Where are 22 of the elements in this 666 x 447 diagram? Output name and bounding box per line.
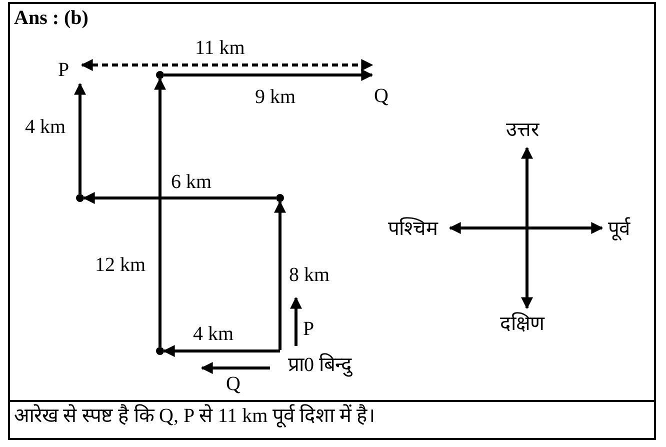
answer-heading: Ans : (b)	[14, 6, 88, 30]
direction-label: दक्षिण	[500, 312, 544, 336]
start-point-label: प्रा0 बिन्दु	[280, 350, 380, 380]
path-arrow	[154, 78, 166, 347]
path-arrow	[74, 82, 86, 194]
caption-text: आरेख से स्पष्ट है कि Q, P से 11 km पूर्व दिशा में है।	[14, 404, 376, 428]
path-arrow	[274, 200, 286, 350]
point-label: P	[56, 58, 82, 84]
point-label: Q	[372, 58, 398, 108]
corner-point	[156, 71, 164, 79]
path-arrow	[164, 69, 374, 81]
corner-point	[156, 347, 164, 355]
direction-label: उत्तर	[506, 118, 539, 142]
corner-point	[76, 194, 84, 202]
direction-label: पूर्व	[608, 217, 630, 241]
person-label: P	[303, 317, 314, 341]
direction-label: पश्चिम	[388, 217, 438, 241]
corner-point	[276, 194, 284, 202]
path-arrow	[82, 192, 276, 204]
dashed-arrow	[80, 59, 374, 71]
path-arrow	[162, 345, 280, 357]
person-label: Q	[226, 372, 240, 396]
